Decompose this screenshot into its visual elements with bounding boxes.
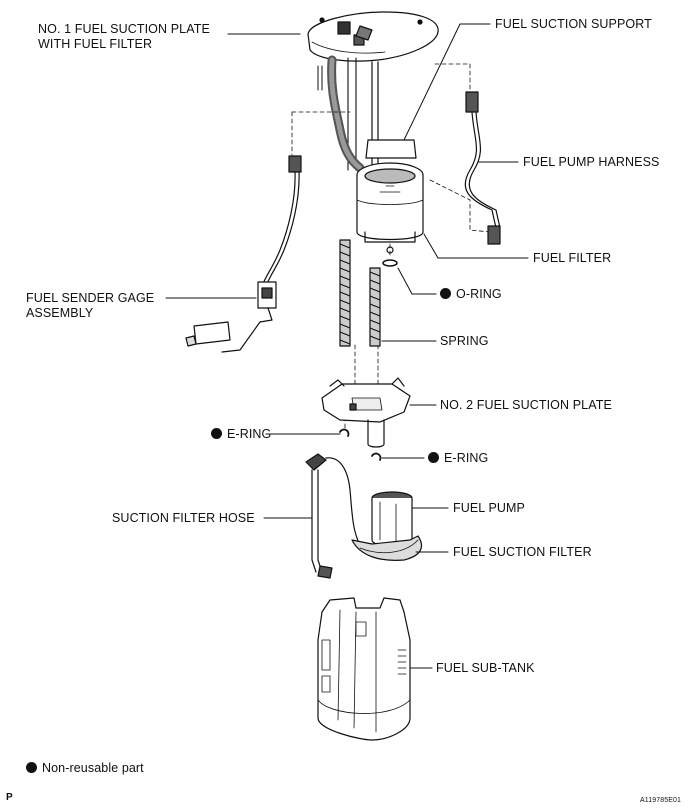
non-reusable-dot-icon	[440, 288, 451, 299]
fuel-pump-part	[351, 491, 423, 561]
suction-plate-2-part	[321, 377, 411, 448]
sender-gage-part	[185, 155, 302, 353]
label-suction-filter-hose: SUCTION FILTER HOSE	[112, 511, 255, 525]
label-pump-harness: FUEL PUMP HARNESS	[523, 155, 660, 169]
fuel-sub-tank-part	[317, 597, 411, 741]
non-reusable-dot-icon	[211, 428, 222, 439]
label-fuel-filter: FUEL FILTER	[533, 251, 612, 265]
label-e-ring-right: E-RING	[428, 451, 488, 466]
figure-code: A119785E01	[640, 797, 681, 804]
corner-mark: P	[6, 792, 13, 803]
non-reusable-dot-icon	[428, 452, 439, 463]
label-e-ring-left: E-RING	[211, 427, 271, 442]
suction-filter-hose-part	[305, 453, 361, 579]
label-suction-plate-1: NO. 1 FUEL SUCTION PLATE WITH FUEL FILTE…	[38, 22, 210, 51]
suction-plate-1-part	[307, 11, 439, 176]
legend: Non-reusable part	[26, 761, 144, 776]
fuel-filter-part	[356, 139, 424, 254]
label-fuel-sub-tank: FUEL SUB-TANK	[436, 661, 535, 675]
label-spring: SPRING	[440, 334, 489, 348]
label-fuel-pump: FUEL PUMP	[453, 501, 525, 515]
label-fuel-suction-filter: FUEL SUCTION FILTER	[453, 545, 592, 559]
springs-part	[339, 239, 398, 347]
label-sender-gage: FUEL SENDER GAGE ASSEMBLY	[26, 291, 155, 320]
label-o-ring: O-RING	[440, 287, 502, 302]
non-reusable-dot-icon	[26, 762, 37, 773]
label-suction-support: FUEL SUCTION SUPPORT	[495, 17, 652, 31]
label-suction-plate-2: NO. 2 FUEL SUCTION PLATE	[440, 398, 612, 412]
pump-harness-part	[464, 91, 501, 245]
